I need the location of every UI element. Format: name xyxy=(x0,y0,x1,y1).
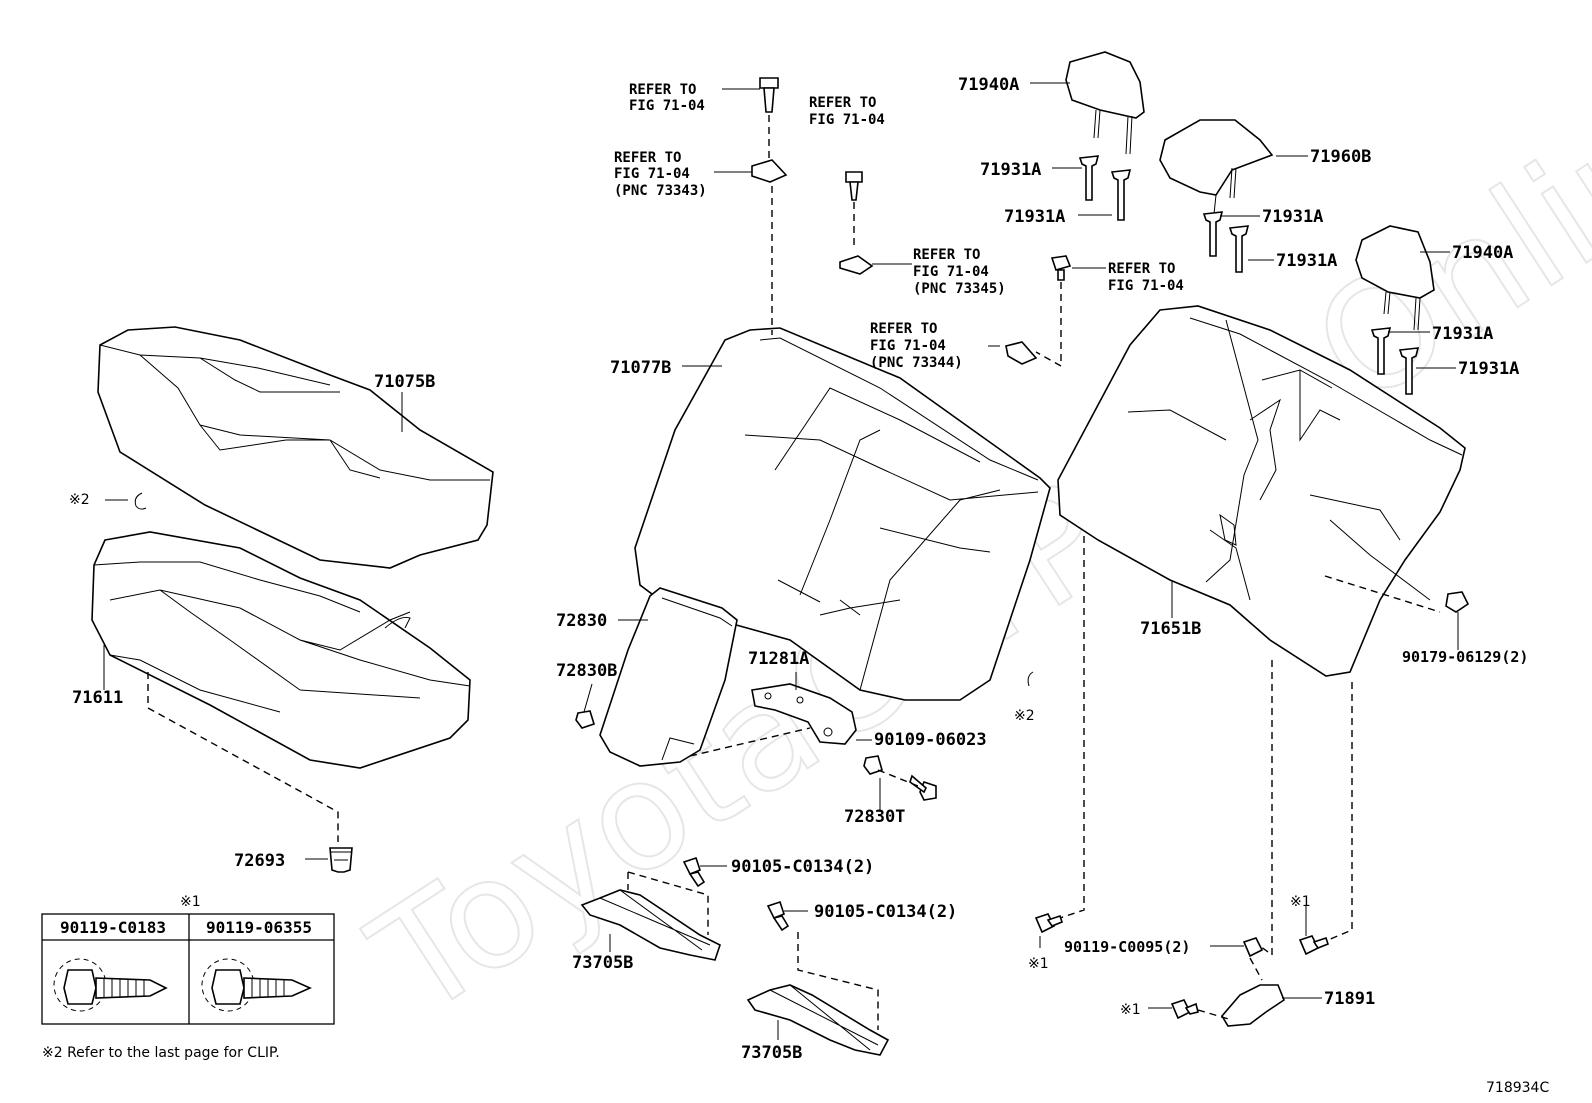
bracket-pnc-73343 xyxy=(751,159,788,183)
screw-center-right xyxy=(845,171,863,201)
label-73705B-b: 73705B xyxy=(741,1043,802,1063)
figure-code: 718934C xyxy=(1486,1080,1549,1096)
label-71931A-6: 71931A xyxy=(1458,359,1519,379)
dash-bracket-b xyxy=(797,932,879,1030)
footnote-clip: ※2 Refer to the last page for CLIP. xyxy=(42,1045,280,1061)
label-72830B: 72830B xyxy=(556,661,617,681)
headrest-guides xyxy=(1078,155,1420,395)
label-71960B: 71960B xyxy=(1310,147,1371,167)
label-71931A-3: 71931A xyxy=(1262,207,1323,227)
armrest-72830 xyxy=(599,587,738,767)
bolt-90105-b xyxy=(766,900,790,932)
label-71940A-right: 71940A xyxy=(1452,243,1513,263)
label-71075B: 71075B xyxy=(374,372,435,392)
dash-seatback-right-bolt xyxy=(1327,682,1353,941)
mark-clip-2-left: ※2 xyxy=(69,492,90,508)
seat-cushion-cover-71075B xyxy=(97,326,494,569)
bushing-72830B xyxy=(575,710,595,729)
refer-1-line1: REFER TO xyxy=(629,82,696,98)
bolt-90105-a xyxy=(682,856,706,888)
seatback-cover-71077B xyxy=(634,327,1051,701)
refer-1-line2: FIG 71-04 xyxy=(629,98,705,114)
refer-2-line2: FIG 71-04 xyxy=(614,166,690,182)
label-90179-06129: 90179-06129(2) xyxy=(1402,648,1528,666)
refer-4-line3: (PNC 73345) xyxy=(913,281,1006,297)
dash-cushion-clip xyxy=(147,672,339,842)
label-71931A-2: 71931A xyxy=(1004,207,1065,227)
label-71611: 71611 xyxy=(72,688,123,708)
label-90119-C0095: 90119-C0095(2) xyxy=(1064,938,1190,956)
refer-3-line1: REFER TO xyxy=(809,95,876,111)
mark-1-left-bolt: ※1 xyxy=(1028,956,1049,972)
nut-90179-06129 xyxy=(1445,591,1470,613)
label-72693: 72693 xyxy=(234,851,285,871)
refer-2-line3: (PNC 73343) xyxy=(614,183,707,199)
refer-6-line2: FIG 71-04 xyxy=(870,338,946,354)
clip-72693 xyxy=(329,847,353,873)
bolt-variant-table: ※1 90119-C0183 90119-06355 xyxy=(41,894,335,1025)
label-71077B: 71077B xyxy=(610,358,671,378)
label-90105-C0134-b: 90105-C0134(2) xyxy=(814,902,957,922)
label-71651B: 71651B xyxy=(1140,619,1201,639)
refer-5-line1: REFER TO xyxy=(1108,261,1175,277)
mark-1-bottom-bolt: ※1 xyxy=(1120,1002,1141,1018)
refer-3-line2: FIG 71-04 xyxy=(809,112,885,128)
dash-bolt-bracket xyxy=(1197,1009,1233,1021)
label-72830: 72830 xyxy=(556,611,607,631)
dash-right-refer xyxy=(1035,282,1062,368)
table-mark-1: ※1 xyxy=(180,894,201,910)
headrest-71940A-top xyxy=(1065,51,1145,155)
label-72830T: 72830T xyxy=(844,807,905,827)
table-col-1: 90119-C0183 xyxy=(60,918,166,937)
bolt-90119-right xyxy=(1298,935,1329,956)
seat-hinge-bracket-73705B-b xyxy=(746,984,890,1056)
label-71281A: 71281A xyxy=(748,649,809,669)
seatback-frame-71651B xyxy=(1057,305,1466,677)
headrest-71960B xyxy=(1159,119,1274,215)
bolt-90119-bottom xyxy=(1170,999,1199,1020)
refer-5-line2: FIG 71-04 xyxy=(1108,278,1184,294)
label-71891: 71891 xyxy=(1324,989,1375,1009)
mark-1-right-bolt: ※1 xyxy=(1290,894,1311,910)
seat-cushion-pad-71611 xyxy=(91,531,471,769)
refer-4-line1: REFER TO xyxy=(913,247,980,263)
refer-4-line2: FIG 71-04 xyxy=(913,264,989,280)
seat-hinge-bracket-73705B-a xyxy=(580,889,721,961)
refer-6-line1: REFER TO xyxy=(870,321,937,337)
headrest-71940A-right xyxy=(1355,225,1435,331)
screw-top-center xyxy=(759,77,779,113)
dash-seatback-left-bolt xyxy=(1059,536,1085,919)
dash-armrest-hinge xyxy=(689,727,811,757)
bracket-pnc-73345 xyxy=(839,255,874,275)
label-90105-C0134-a: 90105-C0134(2) xyxy=(731,857,874,877)
dash-seatback-bolt-c0095 xyxy=(1259,660,1273,957)
dash-bracket-a xyxy=(627,871,709,935)
label-71931A-5: 71931A xyxy=(1432,324,1493,344)
seatback-lock-bracket-71891 xyxy=(1221,984,1285,1027)
label-71940A-top: 71940A xyxy=(958,75,1019,95)
label-71931A-4: 71931A xyxy=(1276,251,1337,271)
bolt-90119-C0095 xyxy=(1242,937,1264,958)
label-73705B-a: 73705B xyxy=(572,953,633,973)
label-71931A-1: 71931A xyxy=(980,160,1041,180)
dash-c0095-bracket xyxy=(1249,957,1263,981)
label-90109-06023: 90109-06023 xyxy=(874,730,987,750)
bolt-top-right-refer xyxy=(1050,255,1072,281)
collar-72830T xyxy=(863,755,883,775)
mark-clip-2-center: ※2 xyxy=(1014,708,1035,724)
bracket-pnc-73344 xyxy=(1005,341,1038,365)
refer-6-line3: (PNC 73344) xyxy=(870,355,963,371)
armrest-hinge-71281A xyxy=(751,683,857,745)
dash-seatback-nut xyxy=(1324,575,1441,613)
bolt-90119-left xyxy=(1034,913,1063,934)
refer-2-line1: REFER TO xyxy=(614,150,681,166)
table-col-2: 90119-06355 xyxy=(206,918,312,937)
bolt-90109-06023 xyxy=(909,774,937,801)
